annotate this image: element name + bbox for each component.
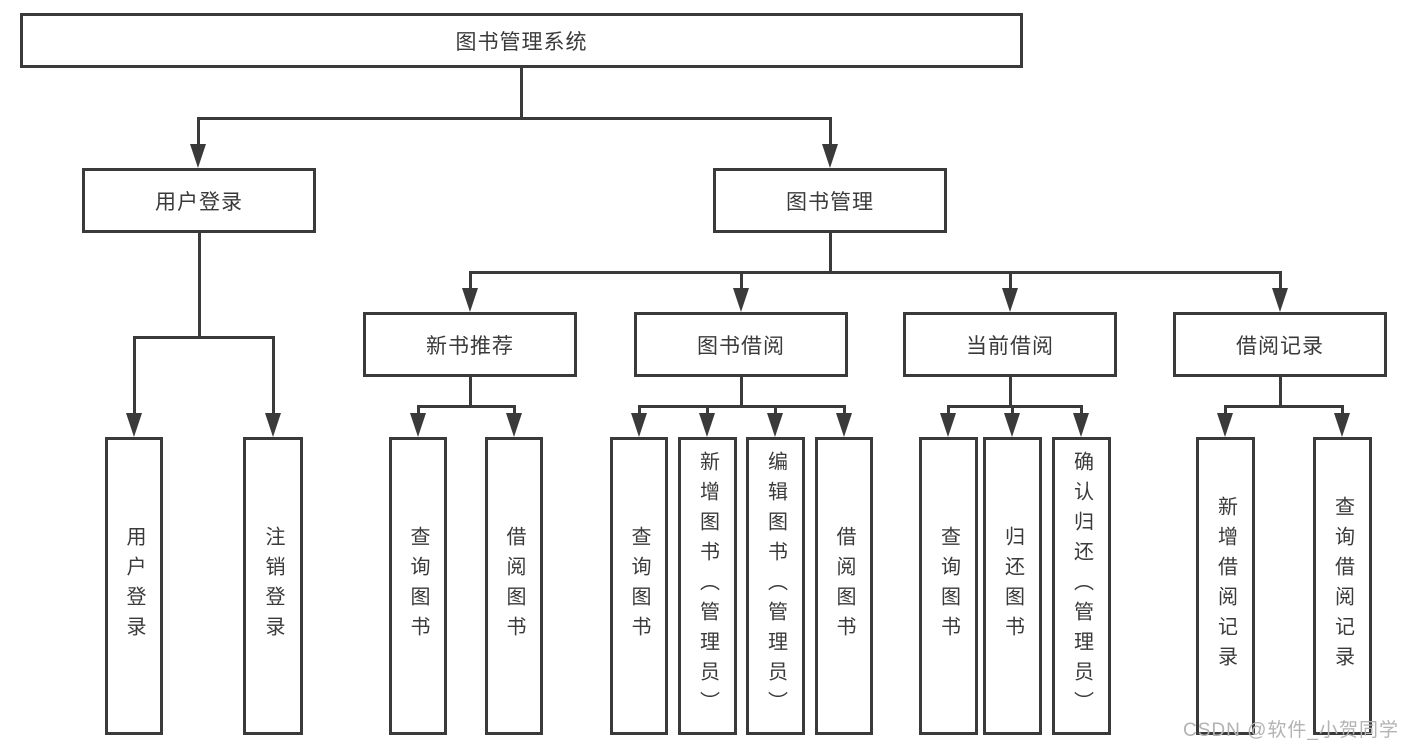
leaf-borrow-query-books-label: 查询图书 <box>628 526 650 646</box>
leaf-borrow-query-books: 查询图书 <box>610 437 668 735</box>
connector-to-new-books-shaft <box>468 271 472 291</box>
arrowhead-to-leaf-br-query <box>1334 413 1350 437</box>
connector-user-login-stem <box>197 233 201 339</box>
leaf-current-query-books-label: 查询图书 <box>937 526 960 646</box>
connector-borrow-records-rail <box>1223 405 1344 408</box>
connector-to-borrow-records-shaft <box>1278 271 1282 291</box>
connector-to-leaf-cb-query-shaft <box>946 405 950 415</box>
node-current-borrow-label: 当前借阅 <box>966 334 1054 358</box>
leaf-current-confirm-return-admin: 确认归还（管理员） <box>1052 437 1111 735</box>
leaf-logout: 注销登录 <box>243 437 303 735</box>
arrowhead-to-user-login <box>190 144 206 168</box>
connector-current-borrow-rail <box>946 405 1083 408</box>
connector-new-books-rail <box>416 405 516 408</box>
connector-to-leaf-bb-query-shaft <box>637 405 641 415</box>
csdn-watermark: CSDN @软件_小贺同学 <box>1183 720 1399 741</box>
node-borrow-records-label: 借阅记录 <box>1236 334 1324 358</box>
arrowhead-to-new-books <box>462 288 478 312</box>
leaf-records-query-record-label: 查询借阅记录 <box>1331 496 1354 676</box>
arrowhead-to-leaf-bb-edit <box>767 413 783 437</box>
leaf-current-query-books: 查询图书 <box>919 437 978 735</box>
leaf-current-confirm-return-admin-label: 确认归还（管理员） <box>1070 451 1093 721</box>
leaf-newbooks-borrow-books: 借阅图书 <box>485 437 543 735</box>
leaf-user-login-label: 用户登录 <box>123 526 145 646</box>
arrowhead-to-leaf-cb-query <box>940 413 956 437</box>
leaf-logout-label: 注销登录 <box>262 526 284 646</box>
connector-to-leaf-user-login-shaft <box>132 336 136 414</box>
connector-book-borrow-stem <box>739 377 743 408</box>
connector-to-leaf-logout-shaft <box>271 336 275 414</box>
leaf-borrow-borrow-books: 借阅图书 <box>815 437 873 735</box>
node-root-label: 图书管理系统 <box>455 30 588 54</box>
connector-user-login-rail <box>132 336 275 339</box>
leaf-records-query-record: 查询借阅记录 <box>1313 437 1372 735</box>
arrowhead-to-leaf-nb-query <box>410 413 426 437</box>
connector-to-leaf-bb-borrow-shaft <box>842 405 846 415</box>
arrowhead-to-leaf-bb-add <box>699 413 715 437</box>
node-book-mgmt-label: 图书管理 <box>786 190 874 214</box>
arrowhead-to-leaf-bb-borrow <box>836 413 852 437</box>
connector-book-mgmt-rail <box>468 271 1282 274</box>
node-book-borrow-label: 图书借阅 <box>697 334 785 358</box>
leaf-user-login: 用户登录 <box>105 437 163 735</box>
arrowhead-to-leaf-bb-query <box>631 413 647 437</box>
connector-book-borrow-rail <box>637 405 846 408</box>
leaf-borrow-edit-books-admin: 编辑图书（管理员） <box>746 437 805 735</box>
connector-to-leaf-bb-edit-shaft <box>773 405 777 415</box>
leaf-borrow-add-books-admin-label: 新增图书（管理员） <box>696 451 719 721</box>
arrowhead-to-book-borrow <box>733 288 749 312</box>
arrowhead-to-leaf-cb-return <box>1004 413 1020 437</box>
connector-to-book-borrow-shaft <box>739 271 743 291</box>
connector-to-user-login-shaft <box>196 117 200 147</box>
leaf-records-add-record: 新增借阅记录 <box>1196 437 1255 735</box>
node-new-books: 新书推荐 <box>363 312 577 377</box>
arrowhead-to-borrow-records <box>1272 288 1288 312</box>
connector-to-leaf-nb-query-shaft <box>416 405 420 415</box>
connector-current-borrow-stem <box>1008 377 1012 408</box>
leaf-borrow-borrow-books-label: 借阅图书 <box>833 526 855 646</box>
node-new-books-label: 新书推荐 <box>426 334 514 358</box>
leaf-newbooks-query-books-label: 查询图书 <box>407 526 429 646</box>
connector-to-leaf-bb-add-shaft <box>705 405 709 415</box>
leaf-newbooks-query-books: 查询图书 <box>389 437 447 735</box>
connector-borrow-records-stem <box>1278 377 1282 408</box>
connector-to-leaf-cb-confirm-shaft <box>1079 405 1083 415</box>
leaf-current-return-books-label: 归还图书 <box>1001 526 1024 646</box>
arrowhead-to-current-borrow <box>1002 288 1018 312</box>
arrowhead-to-leaf-logout <box>265 413 281 437</box>
leaf-records-add-record-label: 新增借阅记录 <box>1214 496 1237 676</box>
leaf-newbooks-borrow-books-label: 借阅图书 <box>503 526 525 646</box>
node-book-mgmt: 图书管理 <box>713 168 947 233</box>
node-root: 图书管理系统 <box>20 13 1023 68</box>
connector-root-rail <box>196 117 832 120</box>
node-user-login: 用户登录 <box>82 168 316 233</box>
node-borrow-records: 借阅记录 <box>1173 312 1387 377</box>
arrowhead-to-leaf-nb-borrow <box>506 413 522 437</box>
connector-to-book-mgmt-shaft <box>828 117 832 147</box>
connector-to-leaf-nb-borrow-shaft <box>512 405 516 415</box>
connector-book-mgmt-stem <box>828 233 832 274</box>
node-user-login-label: 用户登录 <box>155 190 243 214</box>
connector-new-books-stem <box>468 377 472 408</box>
connector-to-leaf-br-add-shaft <box>1223 405 1227 415</box>
connector-to-leaf-br-query-shaft <box>1340 405 1344 415</box>
connector-to-leaf-cb-return-shaft <box>1010 405 1014 415</box>
leaf-current-return-books: 归还图书 <box>983 437 1042 735</box>
arrowhead-to-leaf-user-login <box>126 413 142 437</box>
arrowhead-to-book-mgmt <box>822 144 838 168</box>
leaf-borrow-edit-books-admin-label: 编辑图书（管理员） <box>764 451 787 721</box>
leaf-borrow-add-books-admin: 新增图书（管理员） <box>678 437 737 735</box>
node-current-borrow: 当前借阅 <box>903 312 1117 377</box>
arrowhead-to-leaf-cb-confirm <box>1073 413 1089 437</box>
arrowhead-to-leaf-br-add <box>1217 413 1233 437</box>
connector-root-stem <box>519 68 523 120</box>
connector-to-current-borrow-shaft <box>1008 271 1012 291</box>
node-book-borrow: 图书借阅 <box>634 312 848 377</box>
